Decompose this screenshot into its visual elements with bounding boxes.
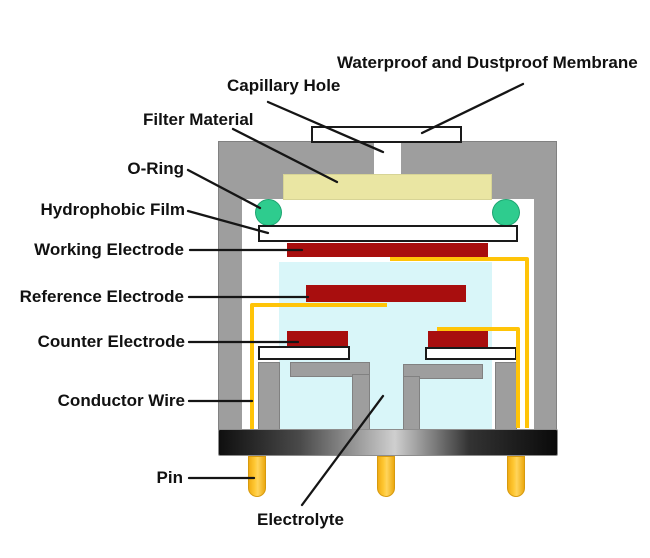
pin-left xyxy=(248,456,266,497)
label-reference-electrode: Reference Electrode xyxy=(19,287,184,306)
counter-electrode-left-bar xyxy=(287,331,348,347)
label-conductor-wire: Conductor Wire xyxy=(57,391,185,410)
pedestal-right-leg xyxy=(403,376,420,430)
label-working-electrode: Working Electrode xyxy=(34,240,184,259)
pin-middle xyxy=(377,456,395,497)
o-ring-right xyxy=(492,199,520,226)
counter-electrode-right-bar xyxy=(428,331,488,347)
counter-electrode-left-base xyxy=(258,346,350,360)
label-electrolyte: Electrolyte xyxy=(257,510,344,529)
pedestal-left-column xyxy=(258,362,280,430)
sensor-base xyxy=(218,429,558,456)
capillary-hole-channel xyxy=(374,141,401,175)
pedestal-right-column xyxy=(495,362,517,430)
working-electrode-bar xyxy=(287,243,488,257)
label-membrane: Waterproof and Dustproof Membrane xyxy=(337,53,638,72)
counter-electrode-right-base xyxy=(425,347,517,360)
pin-right xyxy=(507,456,525,497)
label-counter-electrode: Counter Electrode xyxy=(37,332,185,351)
label-hydrophobic-film: Hydrophobic Film xyxy=(40,200,186,219)
reference-electrode-bar xyxy=(306,285,466,302)
label-filter-material: Filter Material xyxy=(143,110,254,129)
filter-material-block xyxy=(283,174,492,200)
hydrophobic-film-plate xyxy=(258,225,518,242)
membrane-plate xyxy=(311,126,462,143)
pedestal-left-leg xyxy=(352,374,370,430)
o-ring-left xyxy=(255,199,282,226)
label-pin: Pin xyxy=(156,468,183,487)
label-capillary-hole: Capillary Hole xyxy=(227,76,341,95)
label-o-ring: O-Ring xyxy=(127,159,184,178)
